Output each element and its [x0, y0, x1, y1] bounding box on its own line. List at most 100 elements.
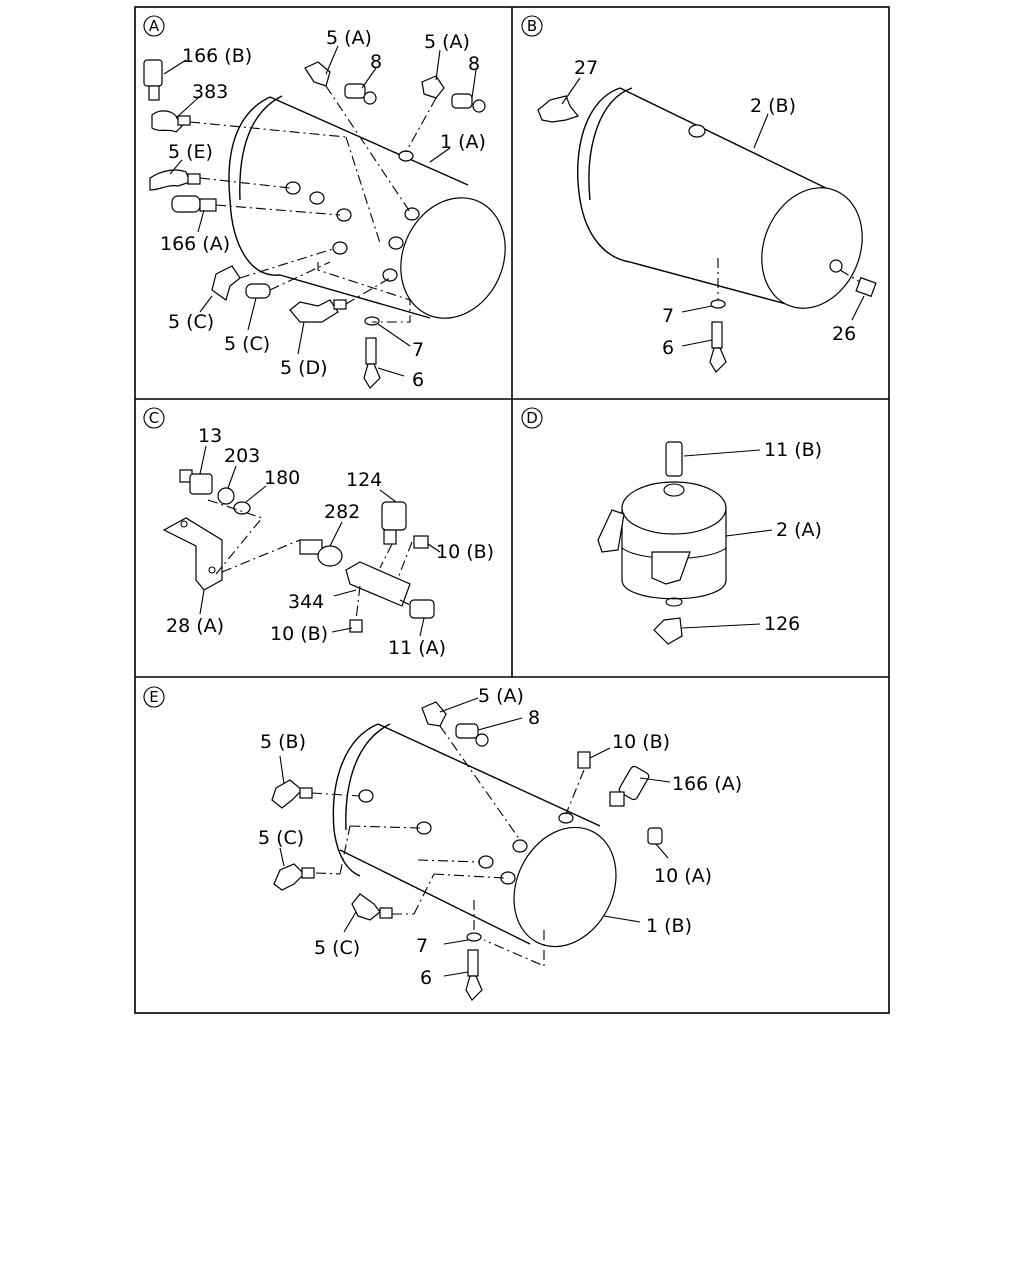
- elbow-5c-1: [211, 265, 241, 301]
- svg-text:166 (A): 166 (A): [672, 773, 742, 795]
- panel-e-labels: 5 (A) 8 5 (B) 10 (B) 166 (A) 5 (C) 10 (A…: [258, 685, 742, 989]
- elbow-383: [151, 110, 191, 133]
- panel-c-labels: 13 203 180 124 282 10 (B) 344 10 (B) 11 …: [166, 425, 494, 659]
- svg-text:1 (B): 1 (B): [646, 915, 692, 937]
- svg-text:5 (A): 5 (A): [478, 685, 524, 707]
- bracket-28a: [162, 517, 223, 591]
- drain-cock-6-e: [465, 949, 483, 1001]
- elbow-5c-e2: [351, 893, 393, 921]
- panel-e-letter: E: [143, 686, 165, 708]
- panel-c: C: [143, 407, 494, 659]
- valve-8-2: [451, 93, 486, 113]
- svg-text:203: 203: [224, 445, 260, 467]
- svg-text:11 (A): 11 (A): [388, 637, 446, 659]
- elbow-5b: [271, 779, 313, 809]
- svg-text:11 (B): 11 (B): [764, 439, 822, 461]
- valve-8-e: [455, 723, 489, 747]
- elbow-5d: [289, 299, 347, 323]
- svg-text:282: 282: [324, 501, 360, 523]
- panel-d: D 11 (B) 2 (A) 126: [521, 407, 822, 645]
- air-tank-2b: [577, 87, 863, 309]
- panel-e: E: [143, 685, 742, 1001]
- air-tank-1a: [228, 95, 506, 319]
- svg-text:10 (A): 10 (A): [654, 865, 712, 887]
- svg-text:8: 8: [468, 53, 480, 75]
- svg-text:7: 7: [416, 935, 428, 957]
- panel-a-centerlines: [189, 85, 437, 323]
- air-tank-1b: [332, 723, 617, 948]
- panel-d-letter: D: [521, 407, 543, 429]
- svg-text:13: 13: [198, 425, 222, 447]
- svg-text:5 (A): 5 (A): [424, 31, 470, 53]
- svg-text:344: 344: [288, 591, 324, 613]
- svg-text:166 (A): 166 (A): [160, 233, 230, 255]
- svg-text:126: 126: [764, 613, 800, 635]
- svg-text:28 (A): 28 (A): [166, 615, 224, 637]
- washer-7-e: [466, 932, 482, 942]
- washer-7-b: [710, 299, 726, 309]
- tank-ports: [285, 150, 420, 282]
- plug-26: [855, 276, 877, 298]
- panel-d-labels: 11 (B) 2 (A) 126: [764, 439, 822, 635]
- drain-cock-6-b: [709, 321, 727, 373]
- panel-b-centerlines: [717, 258, 861, 300]
- switch-124: [381, 501, 407, 545]
- svg-text:10 (B): 10 (B): [436, 541, 494, 563]
- elbow-126: [653, 617, 683, 645]
- plug-10b-1: [413, 535, 429, 549]
- svg-text:7: 7: [412, 339, 424, 361]
- panel-d-leaders: [681, 449, 773, 629]
- elbow-5c-e1: [273, 863, 315, 891]
- panel-c-centerlines: [207, 499, 413, 621]
- fitting-11b: [665, 441, 683, 477]
- panel-e-centerlines: [311, 725, 585, 967]
- panel-a: A: [143, 15, 506, 391]
- plug-10b-2: [349, 619, 363, 633]
- panel-b-letter: B: [521, 15, 543, 37]
- valve-8-1: [344, 83, 377, 105]
- fitting-166b: [143, 59, 163, 101]
- svg-text:5 (C): 5 (C): [314, 937, 360, 959]
- plug-10a: [647, 827, 663, 845]
- svg-text:1 (A): 1 (A): [440, 131, 486, 153]
- svg-text:166 (B): 166 (B): [182, 45, 252, 67]
- svg-text:10 (B): 10 (B): [612, 731, 670, 753]
- panel-c-leaders: [199, 445, 441, 637]
- svg-text:180: 180: [264, 467, 300, 489]
- svg-text:6: 6: [420, 967, 432, 989]
- panel-c-letter: C: [143, 407, 165, 429]
- svg-text:5 (C): 5 (C): [224, 333, 270, 355]
- svg-text:5 (E): 5 (E): [168, 141, 213, 163]
- svg-text:D: D: [526, 409, 538, 427]
- svg-text:5 (D): 5 (D): [280, 357, 328, 379]
- panel-a-letter: A: [143, 15, 165, 37]
- panel-b: B: [521, 15, 877, 373]
- fitting-5a-2: [421, 75, 445, 99]
- nut-203: [217, 487, 235, 505]
- fitting-5a-1: [304, 61, 331, 87]
- svg-text:5 (C): 5 (C): [258, 827, 304, 849]
- svg-text:E: E: [149, 688, 158, 706]
- svg-text:B: B: [527, 17, 537, 35]
- plug-10b-e: [577, 751, 591, 769]
- panel-a-leaders: [163, 45, 477, 377]
- washer-180: [233, 501, 251, 515]
- elbow-5e: [149, 169, 201, 191]
- fitting-5c-2: [245, 283, 271, 299]
- svg-text:383: 383: [192, 81, 228, 103]
- svg-text:5 (C): 5 (C): [168, 311, 214, 333]
- svg-text:6: 6: [412, 369, 424, 391]
- bolt-282: [299, 539, 343, 567]
- panel-b-labels: 27 2 (B) 7 6 26: [574, 57, 856, 359]
- bolt-13: [179, 469, 213, 495]
- reservoir-2a: [597, 481, 727, 607]
- block-344: [345, 561, 411, 607]
- panel-e-leaders: [279, 697, 671, 977]
- svg-text:C: C: [149, 409, 159, 427]
- svg-text:7: 7: [662, 305, 674, 327]
- svg-text:A: A: [149, 17, 160, 35]
- svg-text:2 (B): 2 (B): [750, 95, 796, 117]
- tee-27: [537, 95, 580, 123]
- svg-text:8: 8: [528, 707, 540, 729]
